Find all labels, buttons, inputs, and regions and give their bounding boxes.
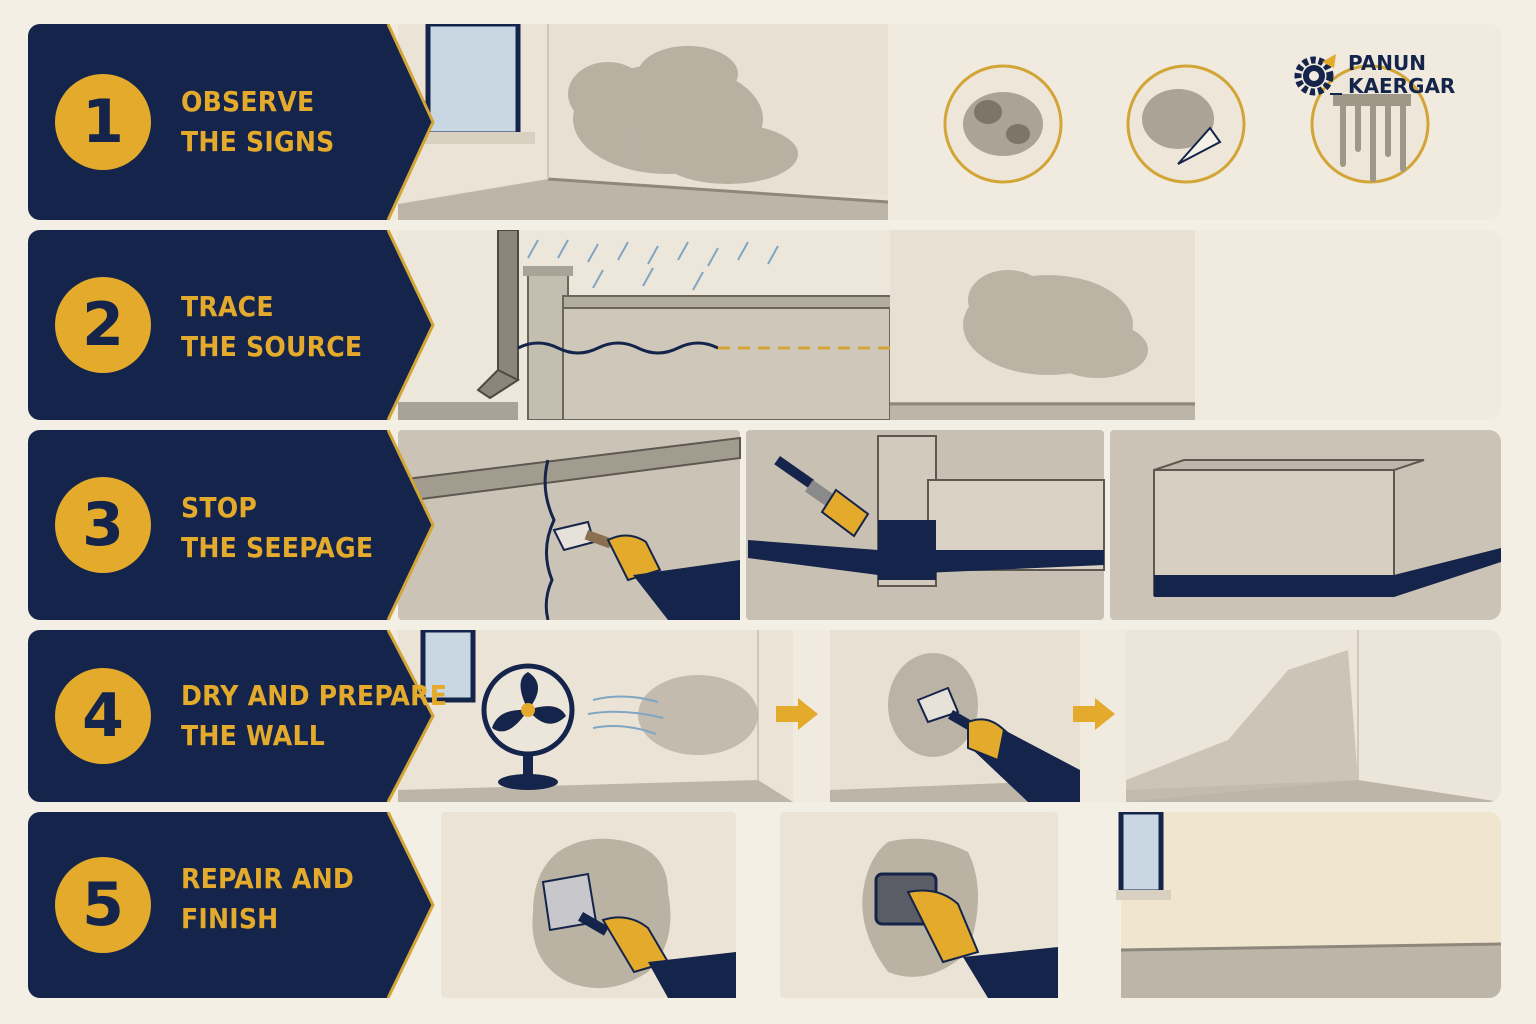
step-banner [28,630,435,802]
step-banner [28,430,435,620]
peeling-paint-icon [1126,64,1246,184]
step-title-line: REPAIR AND [181,862,355,895]
step-row-1: 1 OBSERVE THE SIGNS PANUN KAERGAR [28,24,1501,220]
fan-icon [481,663,575,790]
step-banner [28,230,435,420]
step-title-line: DRY AND PREPARE [181,679,448,712]
step-title: REPAIR AND FINISH [181,859,354,939]
arrow-right-icon [1073,698,1115,730]
step-number-badge: 5 [55,857,151,953]
mold-patch-icon [943,64,1063,184]
step-banner [28,24,435,220]
brand-name-line: PANUN [1348,51,1427,75]
brand-name: PANUN KAERGAR [1348,52,1455,98]
step-title-line: THE WALL [181,719,325,752]
putty-knife-icon [541,872,609,936]
scene-observe-signs [398,24,1430,220]
damp-stain [963,270,1148,378]
rain [527,239,779,291]
scene-stop-seepage [397,430,1501,620]
step-row-4: 4 DRY AND PREPARE THE WALL [28,630,1501,802]
step-title: TRACE THE SOURCE [181,287,362,367]
step-number-badge: 3 [55,477,151,573]
step-number-badge: 1 [55,74,151,170]
damp-stain [568,46,798,184]
brand-name-line: KAERGAR [1348,74,1456,98]
step-banner [28,812,435,998]
step-title: OBSERVE THE SIGNS [181,82,334,162]
step-row-2: 2 TRACE THE SOURCE [28,230,1501,420]
step-row-5: 5 REPAIR AND FINISH [28,812,1501,998]
scene-repair-finish [441,812,1501,998]
step-number-badge: 4 [55,668,151,764]
step-title-line: STOP [181,491,257,524]
step-title-line: THE SIGNS [181,125,335,158]
step-title-line: FINISH [181,902,279,935]
step-title-line: TRACE [181,290,274,323]
scene-trace-source [398,230,1195,420]
step-row-3: 3 STOP THE SEEPAGE [28,430,1501,620]
step-title: DRY AND PREPARE THE WALL [181,676,447,756]
arrow-right-icon [776,698,818,730]
putty-knife-icon [552,520,613,552]
paint-brush-icon [774,456,870,538]
step-number-badge: 2 [55,277,151,373]
gear-icon [1294,54,1342,96]
scene-dry-prepare [398,630,1501,802]
step-title-line: THE SEEPAGE [181,531,374,564]
step-title-line: THE SOURCE [181,330,363,363]
brand-logo: PANUN KAERGAR [1290,50,1490,102]
step-title-line: OBSERVE [181,85,315,118]
step-title: STOP THE SEEPAGE [181,488,373,568]
